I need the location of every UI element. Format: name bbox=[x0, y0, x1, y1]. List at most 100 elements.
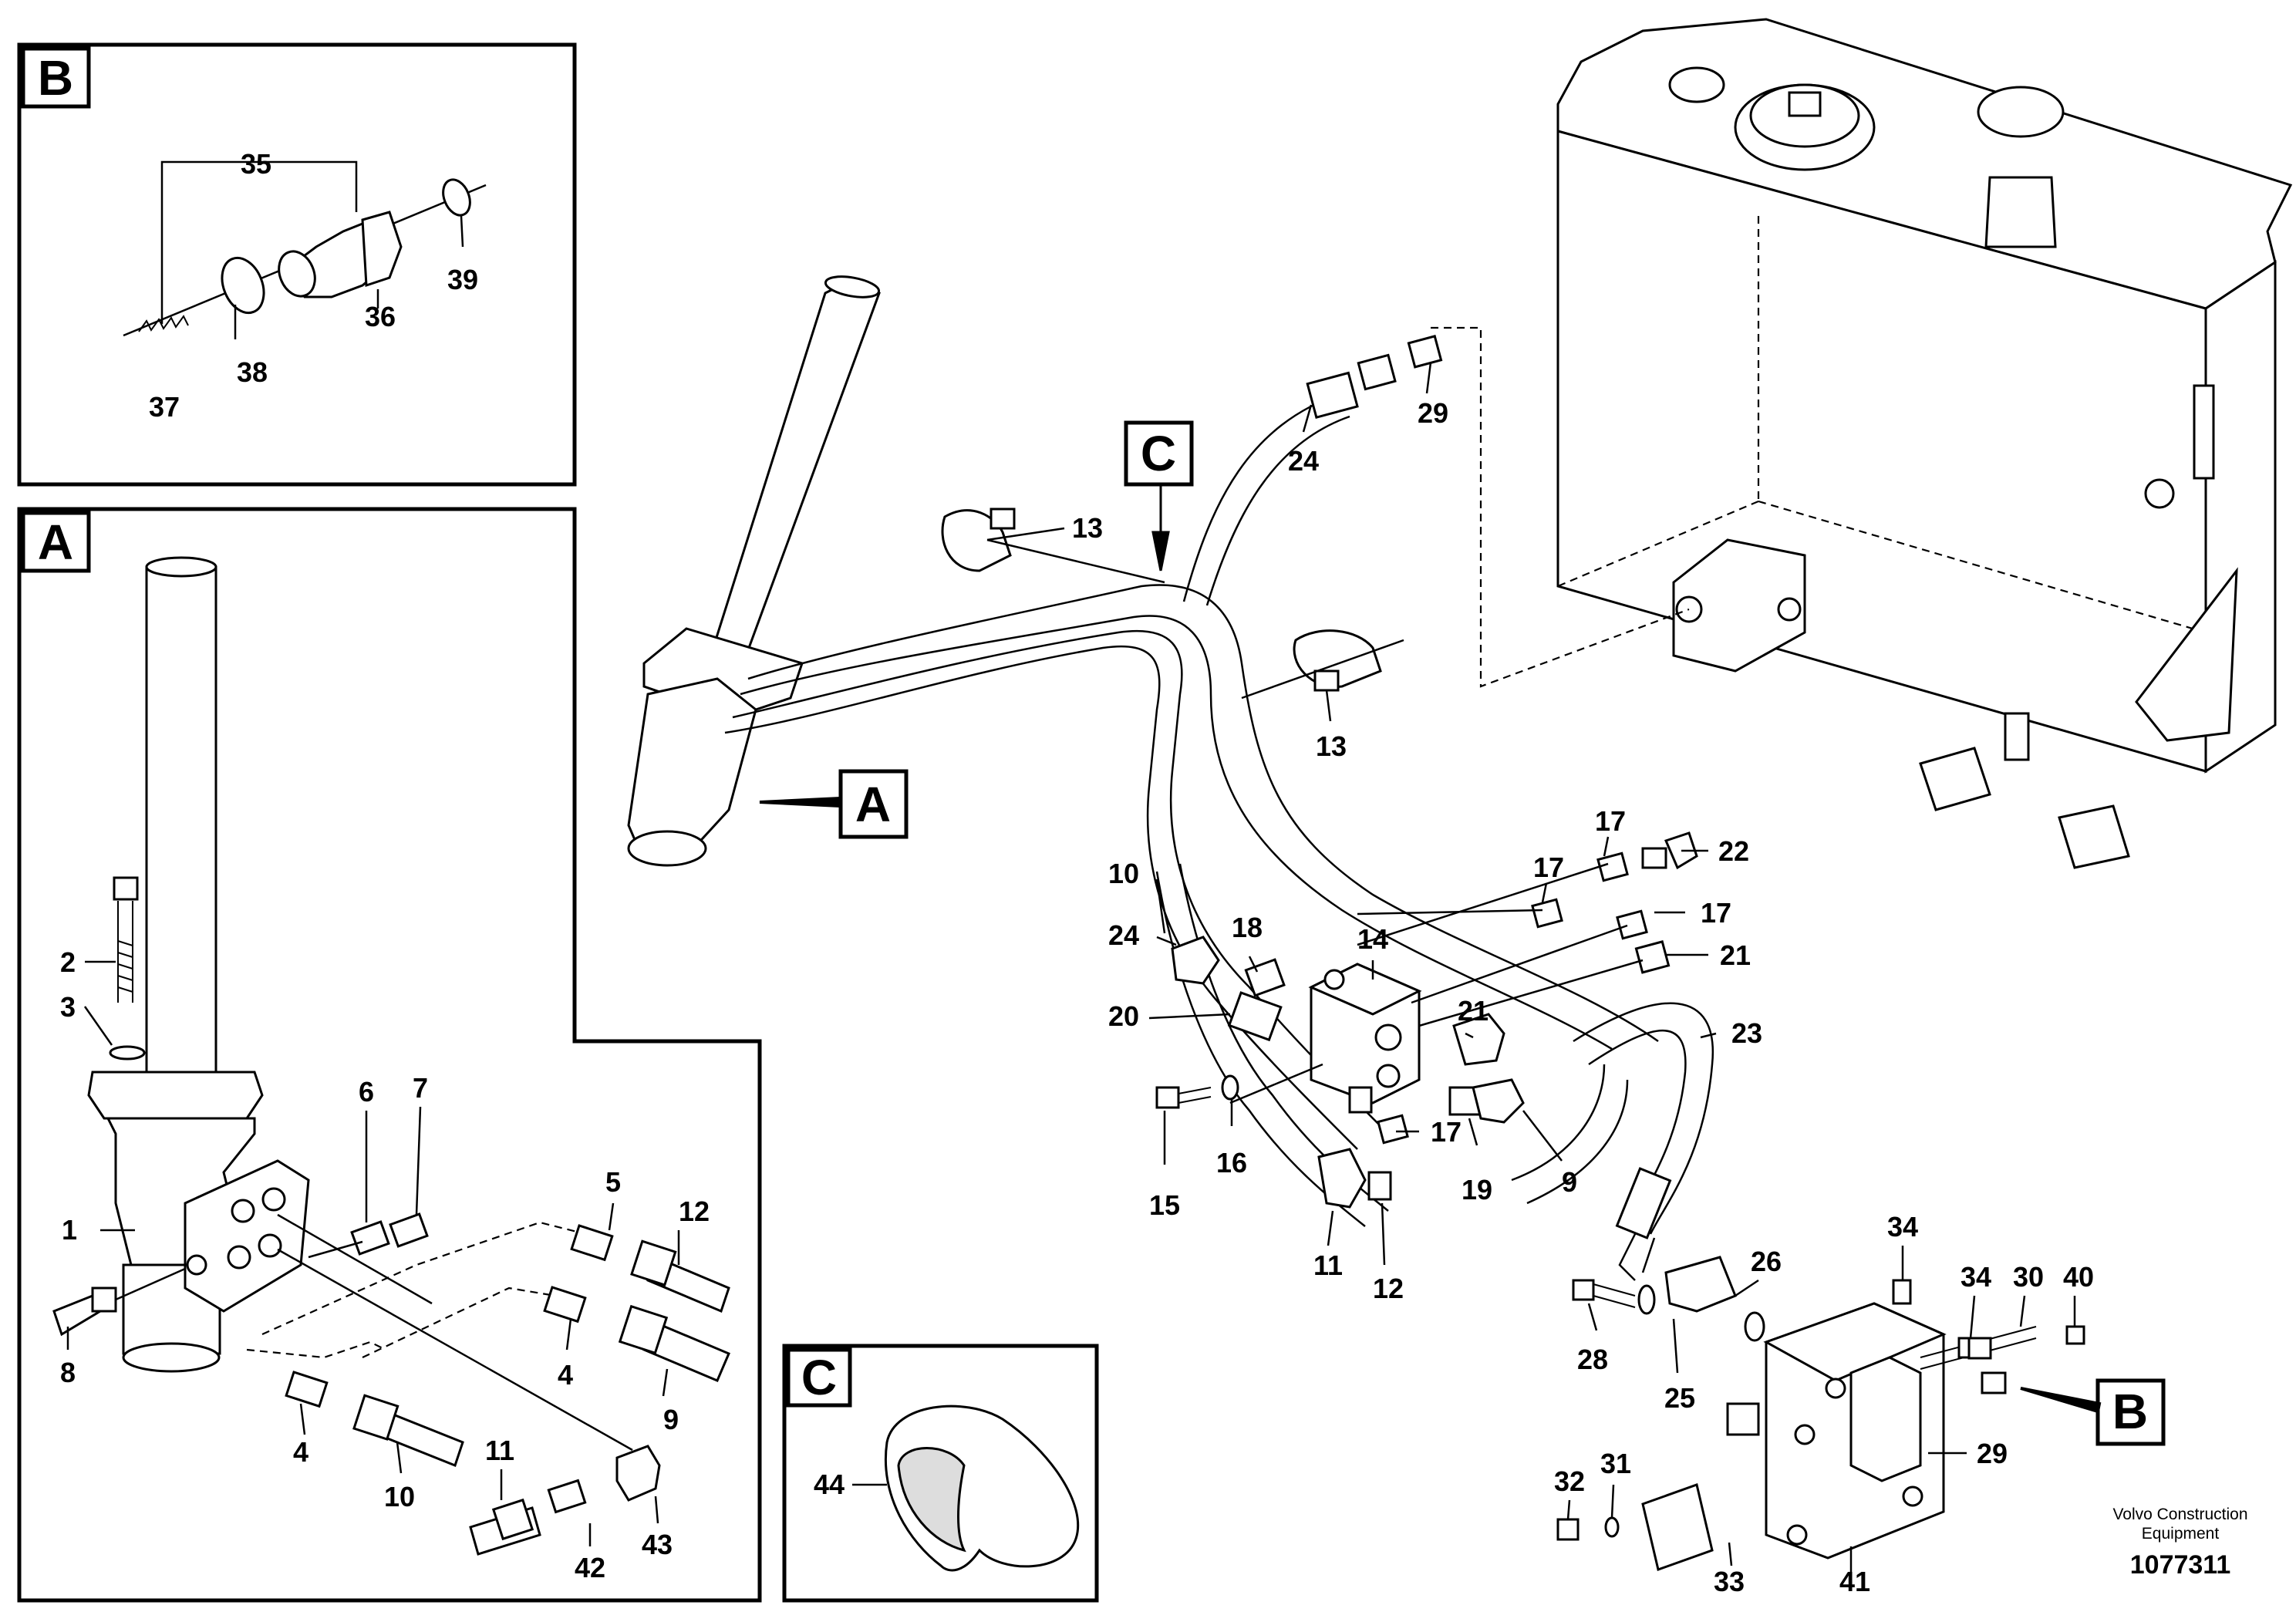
label-13-upper: 13 bbox=[1072, 512, 1103, 544]
label-26: 26 bbox=[1751, 1246, 1782, 1277]
label-6: 6 bbox=[359, 1076, 374, 1108]
inset-b-tag-box bbox=[21, 46, 91, 109]
label-5: 5 bbox=[605, 1166, 621, 1198]
label-28: 29 bbox=[1418, 397, 1448, 429]
label-2: 2 bbox=[60, 946, 76, 978]
label-20: 20 bbox=[1108, 1000, 1139, 1032]
elbow-part-9 bbox=[1472, 1078, 1525, 1124]
hose-part-10 bbox=[352, 1394, 464, 1467]
label-22: 22 bbox=[1718, 835, 1749, 867]
inset-c-tag-box bbox=[786, 1347, 852, 1408]
label-31: 31 bbox=[1600, 1448, 1631, 1479]
callout-b-text: B bbox=[2112, 1384, 2148, 1439]
elbow-part-24 bbox=[1171, 936, 1220, 985]
hose-part-11 bbox=[469, 1498, 541, 1556]
label-35: 35 bbox=[241, 148, 271, 180]
fitting-part-19 bbox=[1634, 940, 1671, 974]
label-44: 44 bbox=[814, 1469, 845, 1500]
priority-valve-assembly bbox=[1556, 1256, 2085, 1571]
label-10: 10 bbox=[384, 1481, 415, 1512]
elbow-part-21 bbox=[1452, 1013, 1505, 1066]
inset-c-tag: C bbox=[801, 1350, 837, 1405]
label-17-bottom: 17 bbox=[1431, 1116, 1462, 1148]
label-17-top: 17 bbox=[1595, 805, 1626, 837]
label-12: 12 bbox=[1373, 1273, 1404, 1304]
label-37: 37 bbox=[149, 391, 180, 423]
hose-part-12 bbox=[630, 1239, 730, 1313]
label-12: 12 bbox=[679, 1195, 710, 1227]
label-34-right: 34 bbox=[1961, 1261, 1991, 1293]
label-38: 38 bbox=[237, 356, 268, 388]
label-21: 21 bbox=[1458, 995, 1489, 1027]
label-23: 23 bbox=[1731, 1017, 1762, 1049]
label-19: 21 bbox=[1720, 939, 1751, 971]
label-41: 41 bbox=[1839, 1566, 1870, 1597]
label-34-left: 34 bbox=[1887, 1211, 1918, 1243]
drawing-number: 1077311 bbox=[2130, 1550, 2231, 1580]
adapter-part-4b bbox=[285, 1371, 329, 1408]
label-4-left: 4 bbox=[293, 1436, 308, 1468]
label-16: 16 bbox=[1216, 1147, 1247, 1179]
o-ring-part-38 bbox=[221, 256, 265, 315]
adapter-part-42 bbox=[547, 1479, 587, 1514]
label-18-left: 18 bbox=[1232, 912, 1263, 943]
label-32: 32 bbox=[1554, 1465, 1585, 1497]
inset-a-tag: A bbox=[38, 514, 73, 570]
label-25: 25 bbox=[1664, 1382, 1695, 1414]
valve-block-part-14 bbox=[1308, 963, 1422, 1104]
inset-a-frame bbox=[17, 507, 762, 1603]
brand-line-2: Equipment bbox=[2142, 1525, 2220, 1543]
label-10: 10 bbox=[1108, 858, 1139, 889]
clamp-part-13-upper bbox=[941, 508, 1016, 572]
label-33: 33 bbox=[1714, 1566, 1745, 1597]
steering-unit bbox=[87, 556, 310, 1373]
fitting-part-6 bbox=[350, 1220, 390, 1256]
callout-c-text: C bbox=[1141, 426, 1176, 481]
clamp-part-44 bbox=[885, 1404, 1080, 1572]
washer-part-16 bbox=[1221, 1074, 1239, 1101]
spring-part-37 bbox=[138, 315, 189, 332]
adapter-part-4a bbox=[543, 1286, 587, 1324]
label-40: 40 bbox=[2063, 1261, 2094, 1293]
label-17-right: 17 bbox=[1701, 897, 1731, 929]
fitting-part-7 bbox=[389, 1212, 429, 1248]
inset-b: B 35 36 37 38 39 bbox=[17, 42, 577, 487]
label-39: 39 bbox=[447, 264, 478, 295]
fitting-part-17-b bbox=[1596, 851, 1629, 882]
fitting-part-36 bbox=[278, 211, 403, 298]
label-7: 7 bbox=[413, 1072, 428, 1104]
label-17-mid: 17 bbox=[1533, 851, 1564, 883]
callout-a: A bbox=[759, 769, 909, 839]
label-11: 11 bbox=[1313, 1249, 1343, 1281]
inset-a-tag-box bbox=[21, 511, 91, 573]
clamp-part-13-lower bbox=[1293, 629, 1382, 692]
adapter-part-5 bbox=[570, 1224, 614, 1262]
label-9: 9 bbox=[663, 1404, 679, 1435]
label-29: 29 bbox=[1977, 1438, 2008, 1469]
hose-part-9 bbox=[618, 1304, 730, 1382]
label-11: 11 bbox=[485, 1435, 514, 1466]
label-9: 9 bbox=[1562, 1166, 1577, 1198]
fitting-part-17-a bbox=[1531, 898, 1563, 929]
label-14: 14 bbox=[1357, 923, 1388, 955]
callout-b: B bbox=[2020, 1378, 2166, 1446]
label-24-upper: 24 bbox=[1288, 445, 1319, 477]
label-13-lower: 13 bbox=[1316, 730, 1347, 762]
label-36: 36 bbox=[365, 301, 396, 332]
label-30: 30 bbox=[2013, 1261, 2044, 1293]
callout-a-text: A bbox=[855, 777, 891, 832]
fitting-part-17-c bbox=[1616, 909, 1648, 940]
inset-a: A bbox=[17, 507, 762, 1603]
bolt-part-15 bbox=[1155, 1086, 1212, 1109]
label-8: 8 bbox=[60, 1357, 76, 1388]
label-43: 43 bbox=[642, 1529, 673, 1560]
inset-c: C 44 bbox=[782, 1344, 1099, 1603]
elbow-part-43 bbox=[615, 1445, 661, 1502]
fitting-part-17-e bbox=[1348, 1086, 1373, 1114]
label-1: 1 bbox=[62, 1214, 77, 1246]
inset-b-tag: B bbox=[38, 50, 73, 106]
fitting-part-17-d bbox=[1377, 1114, 1409, 1145]
label-15: 15 bbox=[1149, 1189, 1180, 1221]
o-ring-part-39 bbox=[442, 178, 471, 217]
